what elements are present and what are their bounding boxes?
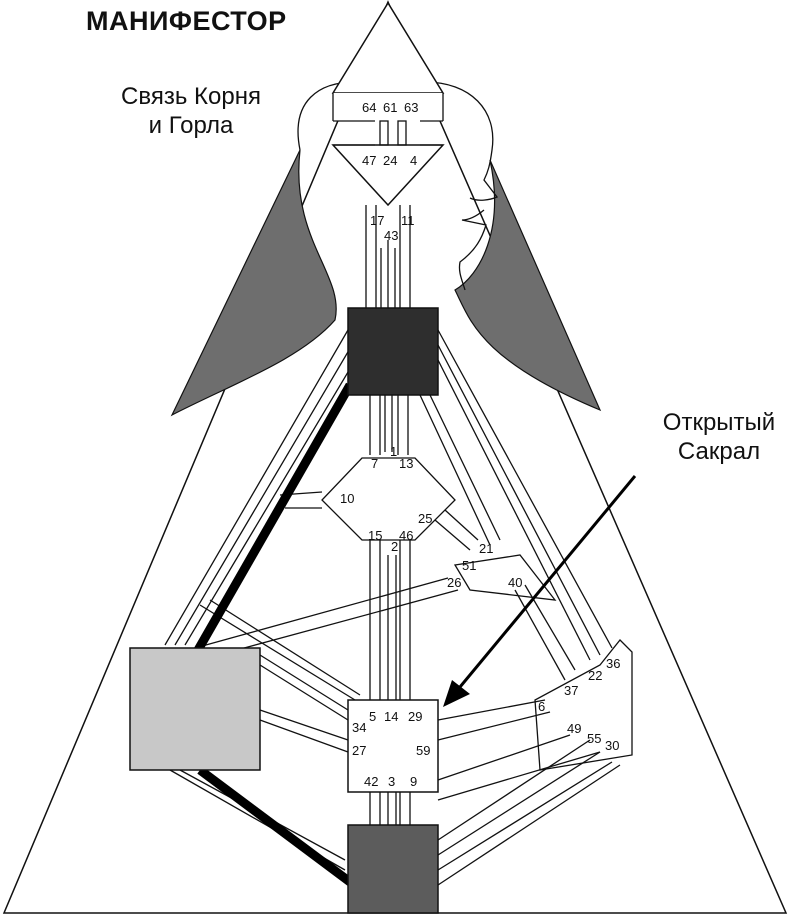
gate-9: 9 xyxy=(410,774,417,789)
defined-channel-throat-spleen xyxy=(194,382,354,653)
ajna-throat-channels xyxy=(365,205,411,310)
gate-25: 25 xyxy=(418,511,432,526)
gate-43: 43 xyxy=(384,228,398,243)
sacral-root-channels xyxy=(369,792,411,825)
gate-59: 59 xyxy=(416,743,430,758)
gate-21: 21 xyxy=(479,541,493,556)
gate-63: 63 xyxy=(404,100,418,115)
gate-13: 13 xyxy=(399,456,413,471)
gate-2: 2 xyxy=(391,539,398,554)
defined-channel-spleen-root xyxy=(197,766,353,886)
gate-51: 51 xyxy=(462,558,476,573)
gate-4: 4 xyxy=(410,153,417,168)
throat-long-channels xyxy=(164,329,613,661)
sacral-side-channels xyxy=(437,699,621,886)
gate-1: 1 xyxy=(390,444,397,459)
gate-29: 29 xyxy=(408,709,422,724)
gate-17: 17 xyxy=(370,213,384,228)
gate-24: 24 xyxy=(383,153,397,168)
page-title: МАНИФЕСТОР xyxy=(86,6,287,36)
gate-27: 27 xyxy=(352,743,366,758)
gate-36: 36 xyxy=(606,656,620,671)
open-sacral-note-line2: Сакрал xyxy=(677,438,761,465)
arrow-line xyxy=(453,475,637,694)
open-sacral-note-line1: Открытый xyxy=(662,409,776,436)
gate-10: 10 xyxy=(340,491,354,506)
gate-40: 40 xyxy=(508,575,522,590)
head-center xyxy=(331,1,445,94)
gate-37: 37 xyxy=(564,683,578,698)
arrow-head xyxy=(443,680,470,707)
throat-center xyxy=(347,307,439,396)
gate-46: 46 xyxy=(399,528,413,543)
gate-11: 11 xyxy=(401,213,415,228)
root-throat-note-line1: Связь Корня xyxy=(121,83,261,110)
head-outline xyxy=(297,81,499,291)
gate-3: 3 xyxy=(388,774,395,789)
gate-34: 34 xyxy=(352,720,366,735)
gate-42: 42 xyxy=(364,774,378,789)
gate-26: 26 xyxy=(447,575,461,590)
g-center-channels xyxy=(279,395,479,700)
spleen-center xyxy=(129,647,261,771)
gate-30: 30 xyxy=(605,738,619,753)
silhouette-right xyxy=(454,159,602,412)
gate-55: 55 xyxy=(587,731,601,746)
gate-64: 64 xyxy=(362,100,376,115)
gate-6: 6 xyxy=(538,699,545,714)
sacral-center xyxy=(347,699,439,793)
gate-22: 22 xyxy=(588,668,602,683)
gate-7: 7 xyxy=(371,456,378,471)
head-ajna-channels xyxy=(332,93,444,146)
gate-47: 47 xyxy=(362,153,376,168)
root-throat-note: Связь Корня и Горла xyxy=(60,82,322,140)
silhouette-left xyxy=(170,149,337,417)
gate-5: 5 xyxy=(369,709,376,724)
root-throat-note-line2: и Горла xyxy=(148,112,234,139)
gate-15: 15 xyxy=(368,528,382,543)
root-center xyxy=(347,824,439,914)
gate-14: 14 xyxy=(384,709,398,724)
gate-61: 61 xyxy=(383,100,397,115)
open-sacral-note: Открытый Сакрал xyxy=(640,408,790,466)
gate-labels: 64 61 63 47 24 4 17 11 43 7 1 13 10 25 1… xyxy=(340,100,620,789)
gate-49: 49 xyxy=(567,721,581,736)
